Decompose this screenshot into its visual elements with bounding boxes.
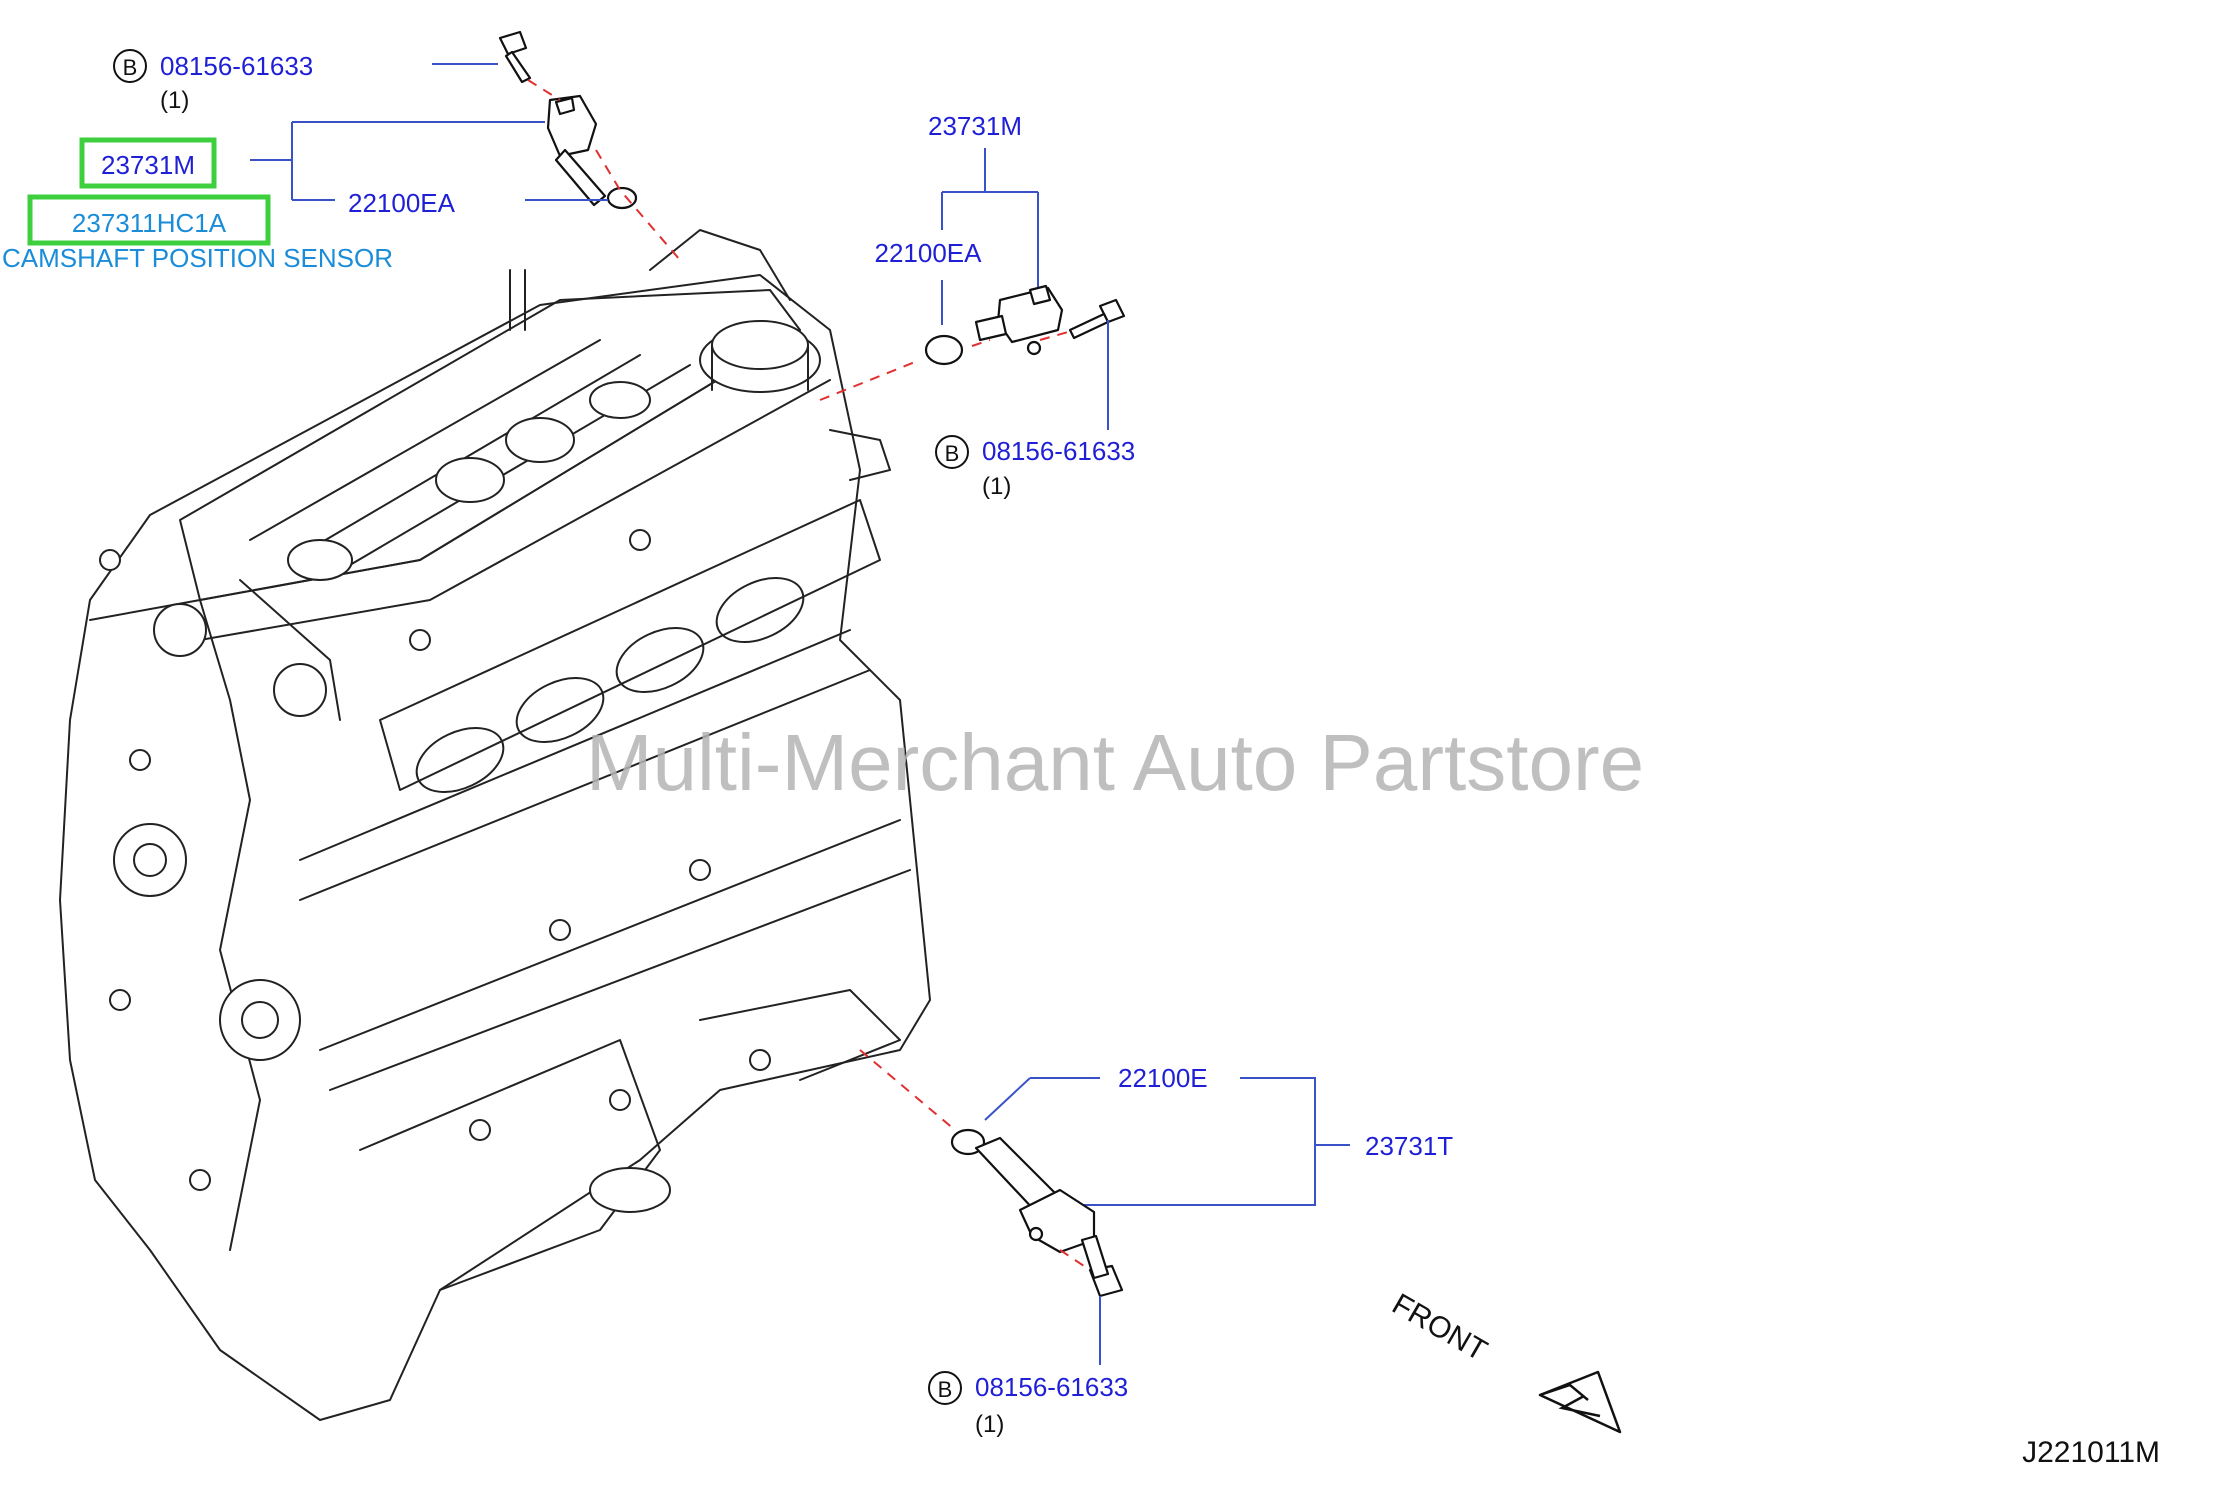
top-left-sensor-part-number[interactable]: 23731M (101, 150, 195, 180)
top-left-oring-part (606, 186, 638, 210)
mid-sensor-part-number[interactable]: 23731M (928, 111, 1022, 141)
mid-bolt-part-number[interactable]: 08156-61633 (982, 436, 1135, 466)
low-bolt-part (1080, 1234, 1124, 1298)
top-left-bolt-quantity: (1) (160, 87, 189, 114)
top-left-sensor-alt-part-number[interactable]: 237311HC1A (72, 208, 227, 238)
mid-oring-part (924, 334, 964, 366)
top-left-bolt-callout[interactable]: B 08156-61633 (1) (113, 49, 313, 114)
bolt-marker-icon (113, 49, 147, 83)
low-bolt-part-number[interactable]: 08156-61633 (975, 1372, 1128, 1402)
bolt-marker-icon (935, 435, 969, 469)
bolt-marker-icon (928, 1371, 962, 1405)
bolt-marker-letter: B (938, 1377, 953, 1402)
low-sensor-part (974, 1136, 1096, 1254)
watermark: Multi-Merchant Auto Partstore (586, 718, 1644, 807)
engine-illustration (59, 229, 931, 1421)
front-label: FRONT (1387, 1287, 1493, 1367)
highlight-box-237311hc1a (27, 194, 271, 246)
low-bolt-quantity: (1) (975, 1411, 1004, 1438)
highlight-box-23731m (79, 137, 217, 189)
bolt-marker-letter: B (123, 55, 138, 80)
mid-oring-part-number[interactable]: 22100EA (875, 238, 983, 268)
mid-sensor-part (974, 284, 1064, 356)
diagram-code: J221011M (2022, 1436, 2160, 1469)
part-description: CAMSHAFT POSITION SENSOR (2, 243, 393, 273)
low-bolt-callout[interactable]: B 08156-61633 (1) (928, 1371, 1128, 1438)
top-left-sensor-callout[interactable]: 23731M (79, 137, 217, 189)
front-arrow-icon (1538, 1370, 1622, 1434)
low-sensor-part-number[interactable]: 23731T (1365, 1131, 1453, 1161)
bolt-marker-letter: B (945, 441, 960, 466)
top-left-sensor-alt-callout[interactable]: 237311HC1A CAMSHAFT POSITION SENSOR (2, 194, 393, 273)
low-oring-part-number[interactable]: 22100E (1118, 1063, 1208, 1093)
top-left-bolt-part-number[interactable]: 08156-61633 (160, 51, 313, 81)
top-left-oring-part-number[interactable]: 22100EA (348, 188, 456, 218)
mid-bolt-callout[interactable]: B 08156-61633 (1) (935, 435, 1135, 500)
top-left-sensor-part (546, 94, 607, 207)
mid-bolt-quantity: (1) (982, 473, 1011, 500)
mid-bolt-part (1068, 298, 1126, 340)
top-left-bolt-part (498, 30, 532, 84)
